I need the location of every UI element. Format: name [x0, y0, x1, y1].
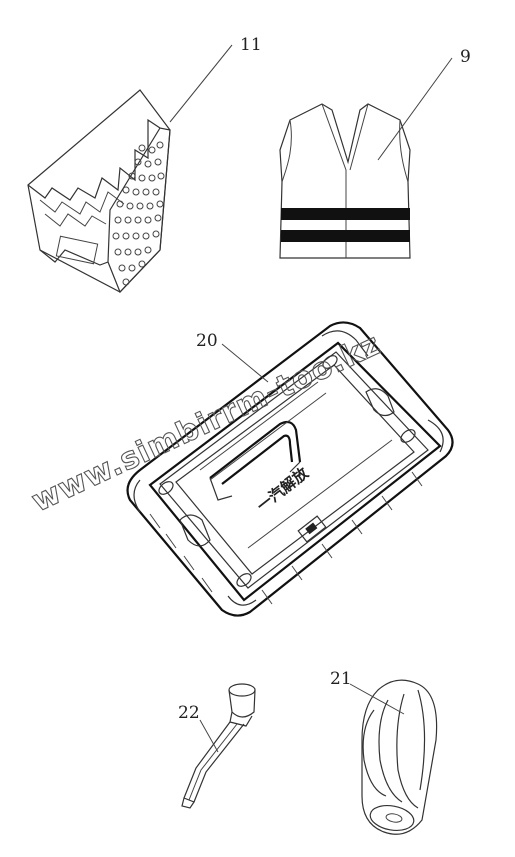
watermark-text: www.simbirrm-too.kz — [27, 327, 387, 520]
leader-line-22 — [199, 719, 219, 753]
callout-11: 11 — [240, 35, 262, 55]
leader-line-11 — [169, 44, 233, 123]
leader-line-9 — [377, 57, 453, 161]
gloves-drawing — [361, 679, 438, 835]
tool-box-brand-text: 一汽解放 — [253, 463, 312, 515]
oil-funnel-drawing — [181, 683, 256, 809]
safety-vest-drawing — [279, 103, 411, 259]
callout-21: 21 — [330, 669, 352, 689]
callout-20: 20 — [196, 331, 218, 351]
wheel-chock-drawing — [27, 89, 171, 294]
leader-line-21 — [349, 683, 405, 715]
leader-line-20 — [221, 343, 269, 383]
tool-box-drawing — [126, 321, 454, 617]
callout-9: 9 — [460, 47, 471, 67]
callout-22: 22 — [178, 703, 200, 723]
